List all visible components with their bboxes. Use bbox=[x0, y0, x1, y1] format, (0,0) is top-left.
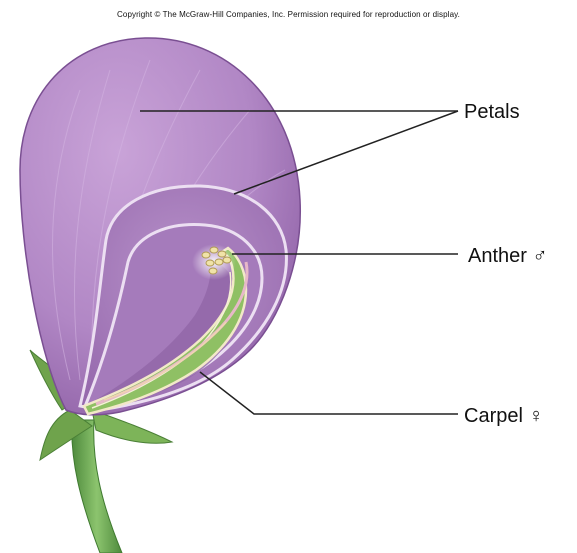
carpel-leader bbox=[200, 372, 458, 414]
petals-label: Petals bbox=[464, 101, 520, 123]
carpel-label: Carpel ♀ bbox=[464, 405, 543, 427]
anther-label: Anther ♂ bbox=[468, 245, 547, 267]
stem bbox=[72, 420, 122, 553]
